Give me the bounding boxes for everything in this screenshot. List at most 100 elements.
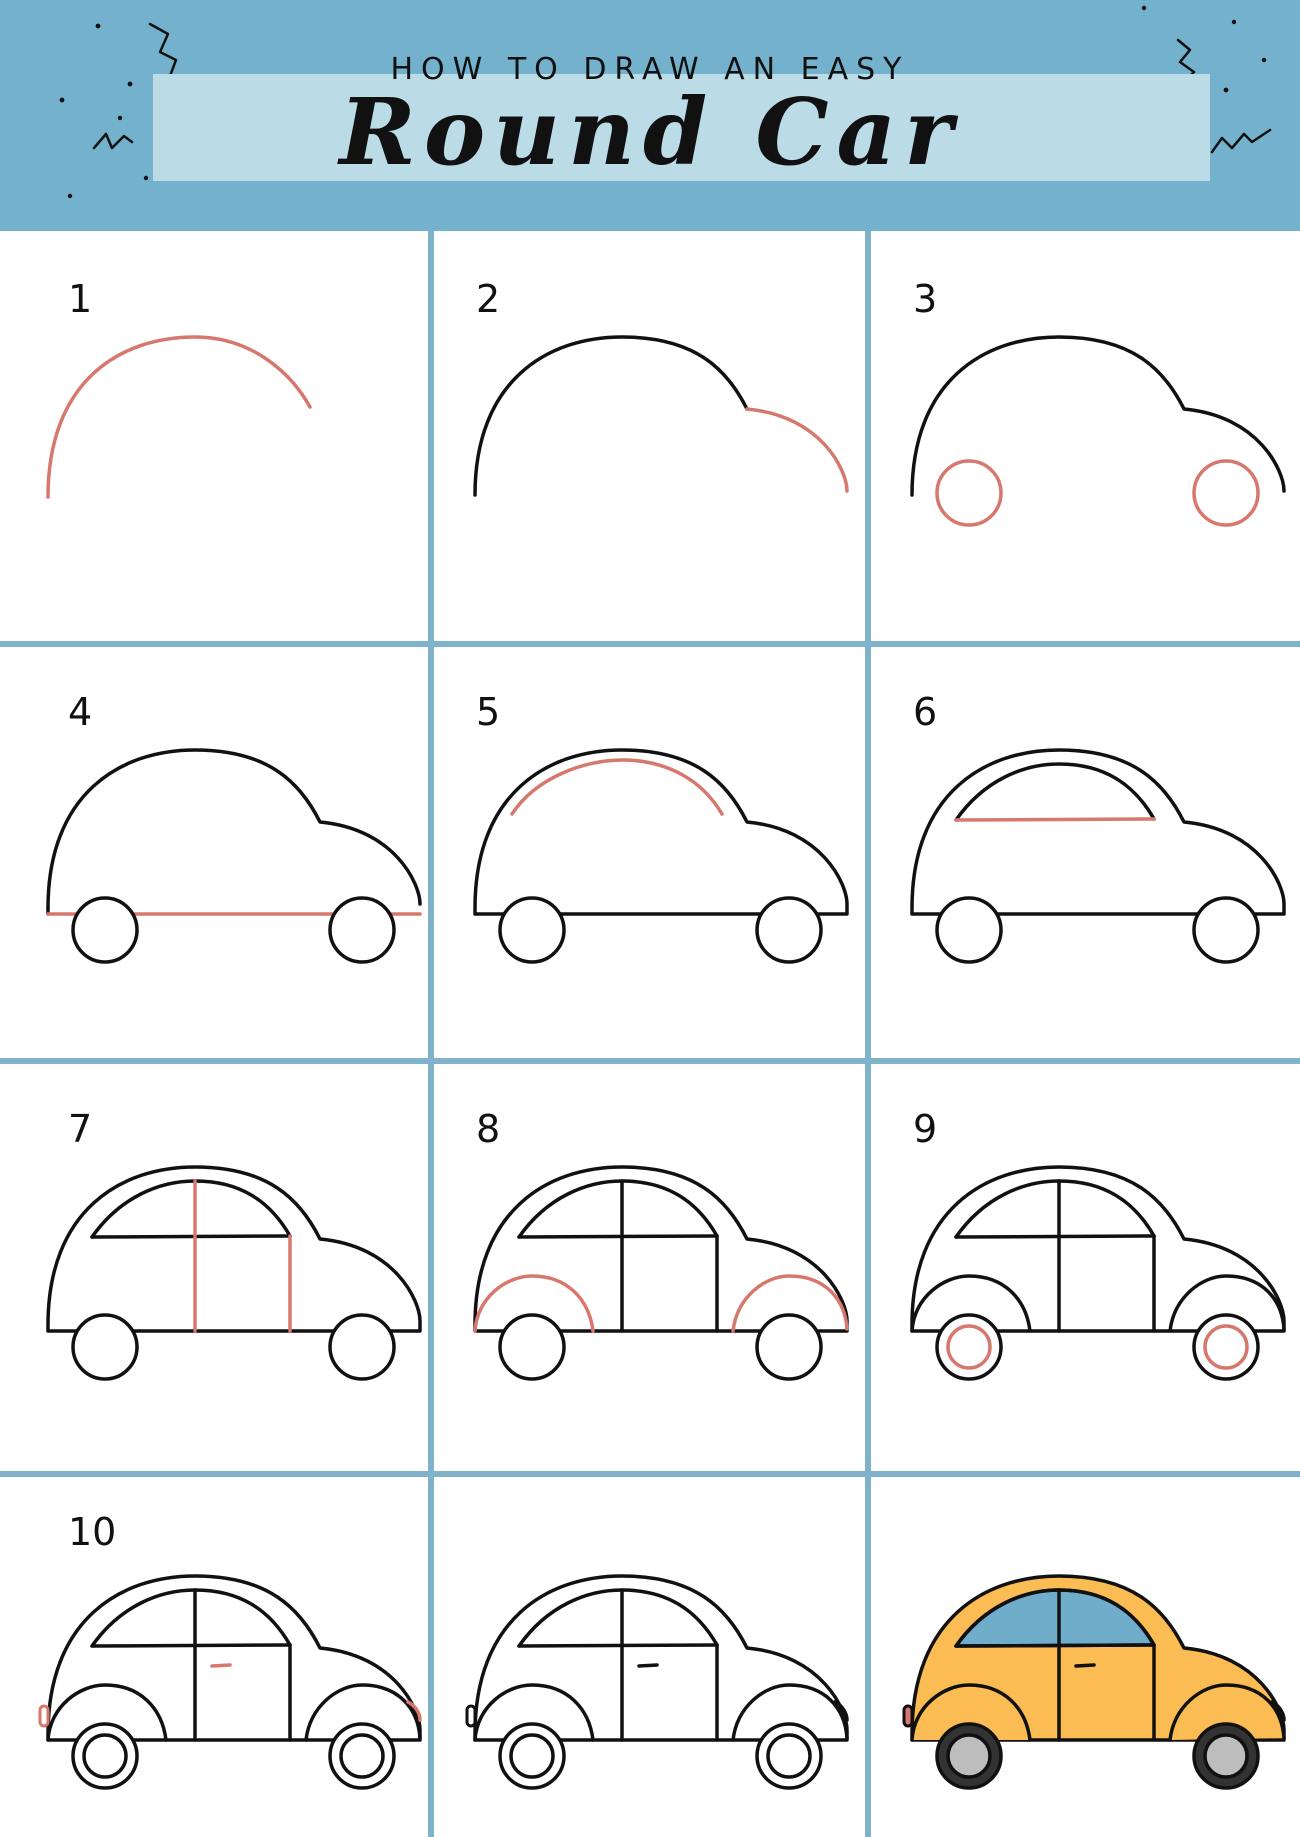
window-sill (954, 1643, 1156, 1648)
car-drawing (38, 1574, 422, 1790)
body-outline (46, 1574, 422, 1742)
wheel-left (71, 1313, 139, 1381)
wheel-right (755, 1313, 823, 1381)
step-cell: 9 (868, 1061, 1300, 1474)
wheel-left (71, 896, 139, 964)
step-number: 5 (476, 690, 501, 734)
body-outline (473, 1165, 849, 1333)
step-cell: 6 (868, 644, 1300, 1061)
fender-right (304, 1683, 422, 1742)
door-handle (1074, 1663, 1096, 1668)
step-number: 1 (68, 277, 93, 321)
car-drawing (473, 335, 849, 497)
car-drawing (910, 335, 1286, 527)
window-sill (90, 1234, 292, 1239)
body-outline (910, 1165, 1286, 1333)
step-number: 6 (913, 690, 938, 734)
fender-left (473, 1683, 595, 1742)
hubcap-left (509, 1733, 555, 1779)
rear-arc (745, 407, 849, 493)
car-drawing (465, 1574, 849, 1790)
fender-left (910, 1683, 1032, 1742)
hubcap-left (82, 1733, 128, 1779)
page-title: Round Car (339, 78, 961, 186)
fender-right (1168, 1683, 1286, 1742)
fender-left (46, 1683, 168, 1742)
title-panel (153, 74, 1210, 181)
step-cell (868, 1474, 1300, 1837)
door-handle (637, 1663, 659, 1668)
fender-left (910, 1274, 1032, 1333)
step-cell: 1 (0, 231, 431, 644)
body-outline (46, 1165, 422, 1333)
step-number: 3 (913, 277, 938, 321)
step-number: 9 (913, 1107, 938, 1151)
hubcap-left (946, 1324, 992, 1370)
step-number: 8 (476, 1107, 501, 1151)
wheel-right (1192, 459, 1260, 527)
fender-right (1168, 1274, 1286, 1333)
car-drawing (910, 1165, 1286, 1381)
hubcap-right (766, 1733, 812, 1779)
car-drawing (46, 335, 312, 499)
tail-light (833, 1700, 849, 1722)
window-sill (90, 1643, 292, 1648)
steps-grid: 1 2 3 4 5 6 7 8 9 10 (0, 231, 1300, 1837)
body-outline (473, 1574, 849, 1742)
fender-left (473, 1274, 595, 1333)
wheel-left (498, 1313, 566, 1381)
headlight (902, 1704, 914, 1728)
window-arch (954, 762, 1156, 822)
headlight (38, 1704, 50, 1728)
grid-lines (0, 231, 1300, 1837)
step-cell: 5 (431, 644, 868, 1061)
roof-arc (46, 335, 312, 499)
hubcap-right (1203, 1733, 1249, 1779)
header-banner: HOW TO DRAW AN EASY Round Car (0, 0, 1300, 231)
car-drawing (473, 1165, 849, 1381)
car-drawing (46, 1165, 422, 1381)
wheel-left (935, 459, 1003, 527)
wheel-left (935, 896, 1003, 964)
step-cell: 8 (431, 1061, 868, 1474)
wheel-right (1192, 896, 1260, 964)
window-sill (954, 1234, 1156, 1239)
hubcap-right (339, 1733, 385, 1779)
step-cell: 2 (431, 231, 868, 644)
car-drawing (910, 748, 1286, 964)
wheel-left (498, 896, 566, 964)
hubcap-left (946, 1733, 992, 1779)
window-arch (510, 758, 724, 816)
body-outline (910, 748, 1286, 916)
step-cell: 3 (868, 231, 1300, 644)
tail-light (406, 1700, 422, 1722)
door-handle (210, 1663, 232, 1668)
hubcap-right (1203, 1324, 1249, 1370)
fender-right (731, 1274, 849, 1333)
step-cell: 7 (0, 1061, 431, 1474)
car-drawing (46, 748, 422, 964)
headlight (465, 1704, 477, 1728)
tail-light (1270, 1700, 1286, 1722)
car-drawing (473, 748, 849, 964)
body-outline (910, 335, 1286, 497)
window-sill (517, 1643, 719, 1648)
step-number: 7 (68, 1107, 93, 1151)
step-number: 10 (68, 1510, 117, 1554)
subtitle: HOW TO DRAW AN EASY (390, 52, 910, 87)
body-outline (46, 748, 422, 910)
step-cell: 4 (0, 644, 431, 1061)
wheel-right (328, 1313, 396, 1381)
wheel-right (755, 896, 823, 964)
window-sill (954, 817, 1156, 822)
wheel-right (328, 896, 396, 964)
step-number: 2 (476, 277, 501, 321)
window-sill (517, 1234, 719, 1239)
car-drawing (902, 1574, 1286, 1790)
body-outline (473, 748, 849, 916)
step-cell (431, 1474, 868, 1837)
roof-arc (473, 335, 749, 497)
step-number: 4 (68, 690, 93, 734)
fender-right (731, 1683, 849, 1742)
